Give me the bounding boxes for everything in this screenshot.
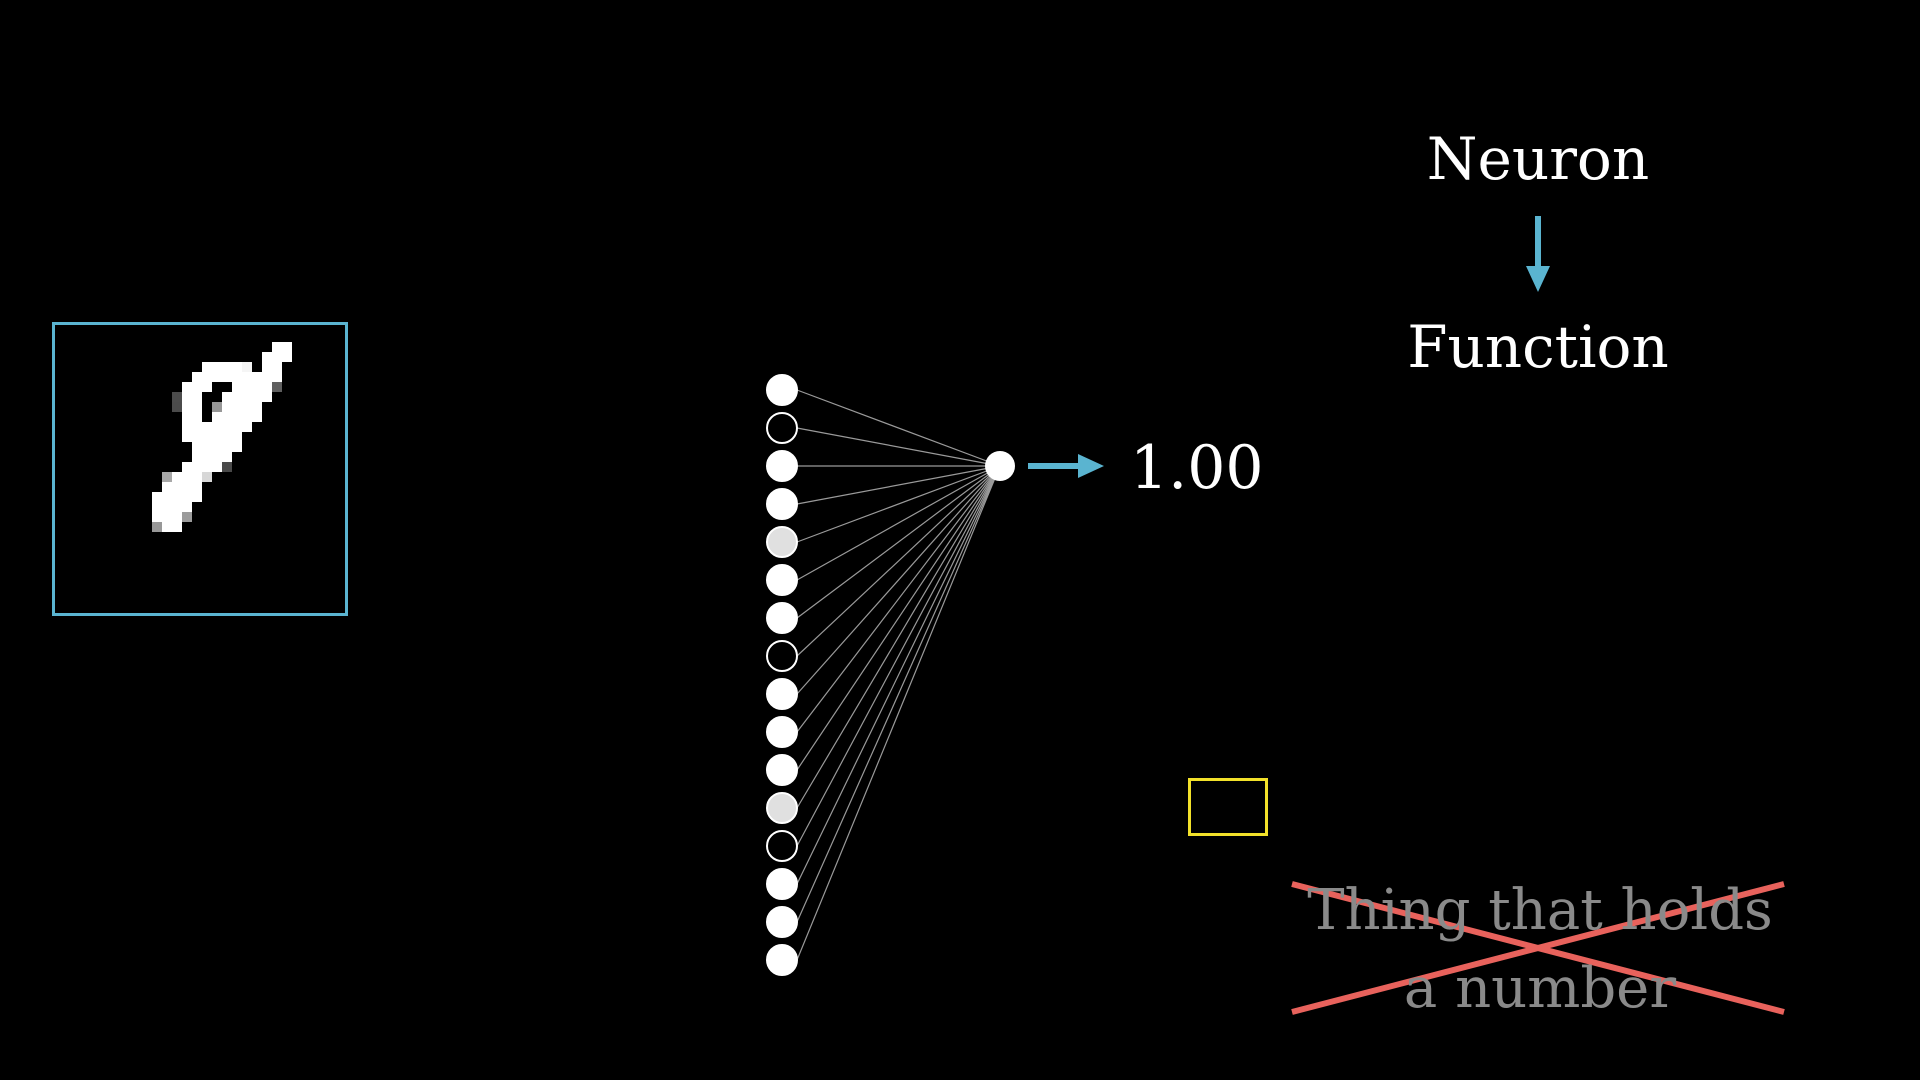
connection-line: [796, 465, 1001, 657]
output-neuron: [985, 451, 1015, 481]
input-neuron: [766, 564, 798, 596]
input-neuron: [766, 792, 798, 824]
input-neuron: [766, 488, 798, 520]
connection-lines: [796, 389, 1001, 961]
input-neuron: [766, 716, 798, 748]
connection-line: [796, 389, 1001, 467]
connection-line: [796, 465, 1001, 885]
connection-line: [796, 465, 1001, 505]
input-neuron: [766, 868, 798, 900]
connection-line: [796, 427, 1001, 467]
connection-line: [796, 465, 1001, 847]
input-neuron: [766, 602, 798, 634]
input-neuron: [766, 640, 798, 672]
down-arrow-icon: [1526, 216, 1550, 292]
input-neuron: [766, 678, 798, 710]
highlight-box: [1188, 778, 1268, 836]
connection-line: [796, 465, 1001, 923]
input-neuron: [766, 374, 798, 406]
connection-line: [796, 465, 1001, 733]
input-neuron: [766, 906, 798, 938]
connection-line: [796, 465, 1001, 543]
handwritten-digit-image: [62, 332, 342, 612]
connection-line: [796, 465, 1001, 695]
connection-line: [796, 465, 1001, 581]
cross-out-icon: [1291, 881, 1785, 1015]
crossed-out-definition: Thing that holds a number: [1290, 872, 1790, 1028]
connection-line: [796, 465, 1001, 961]
connection-line: [796, 465, 1001, 771]
crossed-text-line: Thing that holds: [1307, 878, 1773, 943]
input-neuron: [766, 754, 798, 786]
function-label: Function: [1407, 313, 1669, 381]
connection-line: [796, 465, 1001, 619]
output-value: 1.00: [1130, 433, 1264, 503]
input-neuron: [766, 412, 798, 444]
input-image-frame: [52, 322, 348, 616]
neuron-label: Neuron: [1426, 125, 1650, 193]
connection-line: [796, 465, 1001, 809]
input-layer: [766, 374, 798, 976]
input-neuron: [766, 526, 798, 558]
output-arrow-icon: [1028, 454, 1104, 478]
input-neuron: [766, 450, 798, 482]
crossed-text-line: a number: [1403, 956, 1677, 1021]
input-neuron: [766, 830, 798, 862]
input-neuron: [766, 944, 798, 976]
